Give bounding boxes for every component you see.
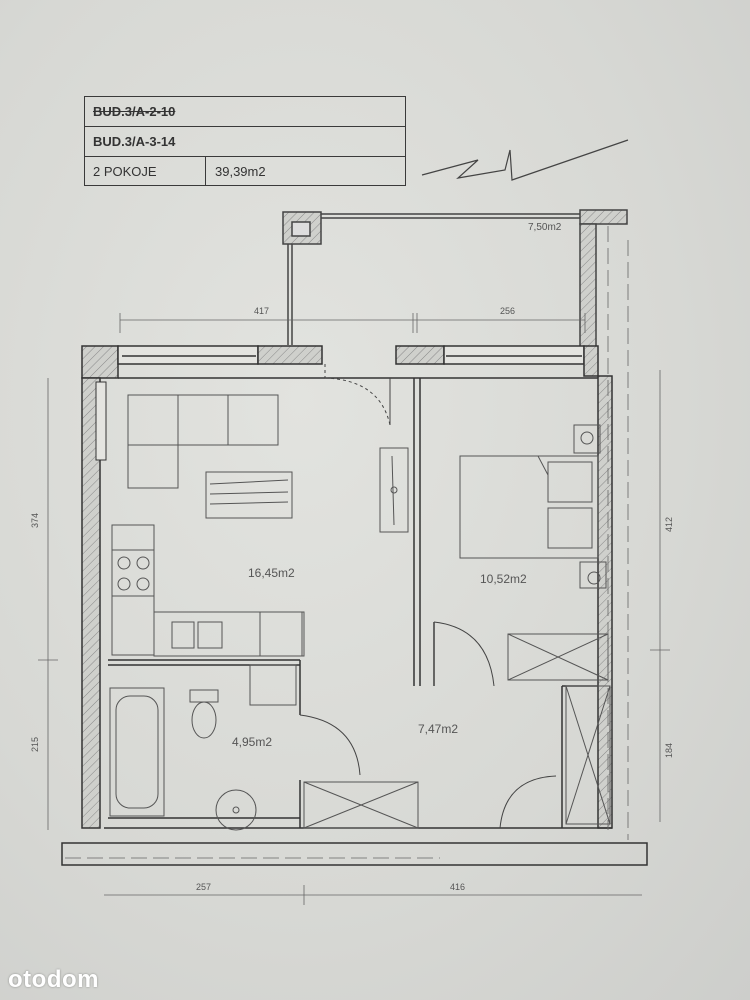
coffee-table [205, 471, 293, 519]
dim-right-upper: 412 [664, 516, 674, 532]
dim-right-lower: 184 [664, 742, 674, 758]
old-code-text: BUD.3/A-2-10 [93, 104, 176, 119]
dim-top-right: 256 [500, 306, 516, 316]
left-window [95, 381, 107, 461]
north-arrow-icon [421, 139, 629, 181]
info-row-code: BUD.3/A-3-14 [85, 127, 405, 157]
tv-stand [379, 447, 409, 533]
dim-bottom-left: 257 [196, 882, 212, 892]
dim-bottom-right: 416 [450, 882, 466, 892]
living-room-area-label: 16,45m2 [248, 566, 295, 580]
hall-area-label: 7,47m2 [418, 722, 459, 736]
exterior-walls [61, 345, 648, 866]
bathroom-fixtures [109, 664, 297, 831]
dimension-top [119, 313, 586, 333]
wardrobe [303, 633, 611, 829]
brand-watermark: otodom [8, 966, 99, 993]
dim-left-upper: 374 [30, 512, 40, 528]
info-row-old-code: BUD.3/A-2-10 [85, 97, 405, 127]
balcony-area-label: 7,50m2 [528, 222, 562, 233]
total-area: 39,39m2 [215, 164, 266, 179]
info-row-summary: 2 POKOJE 39,39m2 [85, 157, 405, 187]
dim-left-lower: 215 [30, 736, 40, 752]
table-divider [205, 157, 206, 185]
bedroom-area-label: 10,52m2 [480, 572, 527, 586]
sofa [127, 394, 279, 489]
dimension-lines [38, 226, 670, 905]
bathroom-area-label: 4,95m2 [232, 735, 273, 749]
dim-top-left: 417 [254, 306, 270, 316]
room-count: 2 POKOJE [93, 164, 157, 179]
balcony [282, 209, 628, 361]
apartment-code: BUD.3/A-3-14 [93, 134, 176, 149]
doors [299, 364, 557, 829]
apartment-info-table: BUD.3/A-2-10 BUD.3/A-3-14 2 POKOJE 39,39… [84, 96, 406, 186]
kitchen [111, 524, 305, 657]
bed [459, 424, 607, 589]
